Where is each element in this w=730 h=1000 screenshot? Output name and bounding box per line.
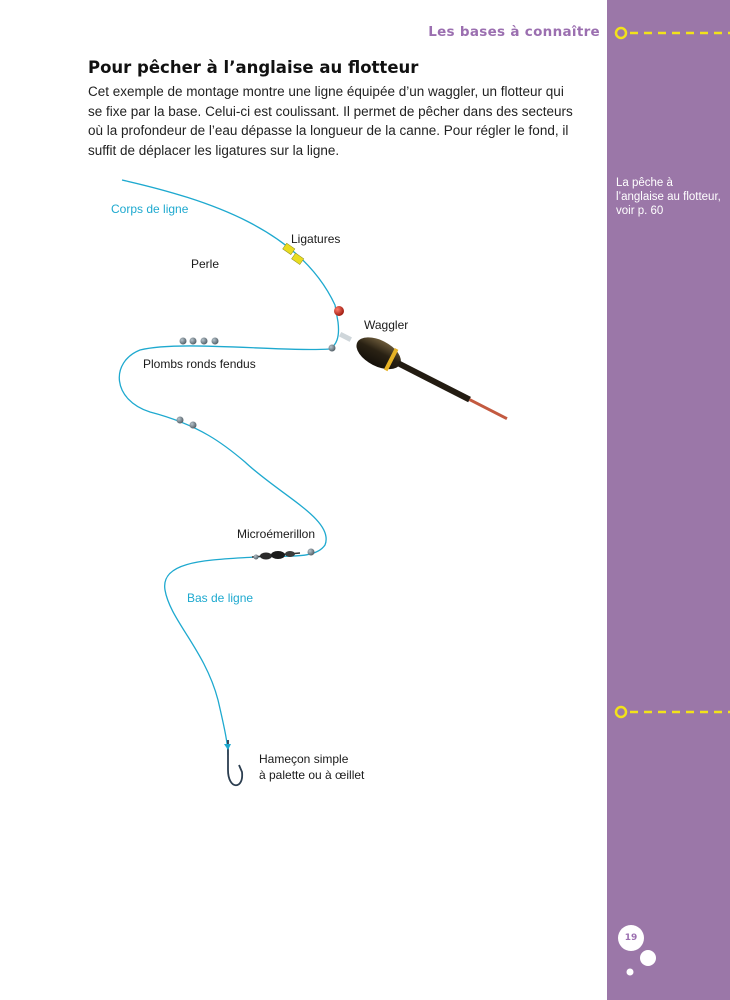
- split-shot: [176, 416, 184, 424]
- split-shot: [189, 337, 197, 345]
- split-shot: [189, 421, 197, 429]
- main-line: [118, 179, 340, 756]
- decor-circle-bottom: [614, 705, 628, 719]
- label-hamecon-line2: à palette ou à œillet: [259, 768, 365, 782]
- sidebar-panel: [607, 0, 730, 1000]
- page-number: 19: [618, 925, 644, 951]
- label-corps-de-ligne: Corps de ligne: [111, 202, 189, 216]
- sidebar-note-line: voir p. 60: [616, 205, 664, 217]
- sidebar-note: La pêche à l’anglaise au flotteur, voir …: [616, 176, 724, 218]
- label-microemerillon: Microémerillon: [237, 527, 316, 541]
- intro-line: Cet exemple de montage montre une ligne …: [88, 84, 564, 99]
- sidebar-note-line: l’anglaise au flotteur,: [616, 191, 721, 203]
- label-waggler: Waggler: [364, 318, 409, 332]
- intro-line: où la profondeur de l’eau dépasse la lon…: [88, 123, 569, 139]
- label-hamecon: Hameçon simple à palette ou à œillet: [259, 751, 364, 783]
- hook: [224, 740, 243, 787]
- label-ligatures: Ligatures: [291, 232, 341, 246]
- split-shot: [200, 337, 208, 345]
- stop-bead: [328, 344, 336, 352]
- label-perle: Perle: [191, 257, 220, 271]
- split-shot: [179, 337, 187, 345]
- label-hamecon-line1: Hameçon simple: [259, 752, 349, 766]
- ligatures-knots: [282, 242, 305, 265]
- intro-paragraph: Cet exemple de montage montre une ligne …: [88, 82, 596, 160]
- decor-dot-large: [640, 950, 656, 966]
- label-plombs: Plombs ronds fendus: [143, 357, 256, 371]
- intro-line: se fixe par la base. Celui-ci est coulis…: [88, 103, 573, 119]
- section-title: Pour pêcher à l’anglaise au flotteur: [88, 58, 419, 77]
- label-bas-de-ligne: Bas de ligne: [187, 591, 254, 605]
- waggler-float: [338, 331, 508, 420]
- decor-circle-top: [614, 26, 628, 40]
- micro-swivel: [251, 548, 315, 560]
- intro-line: suffit de déplacer les ligatures sur la …: [88, 142, 340, 158]
- decor-dot-small: [626, 968, 634, 976]
- bead-red: [334, 306, 344, 316]
- header-title: Les bases à connaître: [428, 24, 600, 40]
- split-shot: [211, 337, 219, 345]
- sidebar-note-line: La pêche à: [616, 177, 673, 189]
